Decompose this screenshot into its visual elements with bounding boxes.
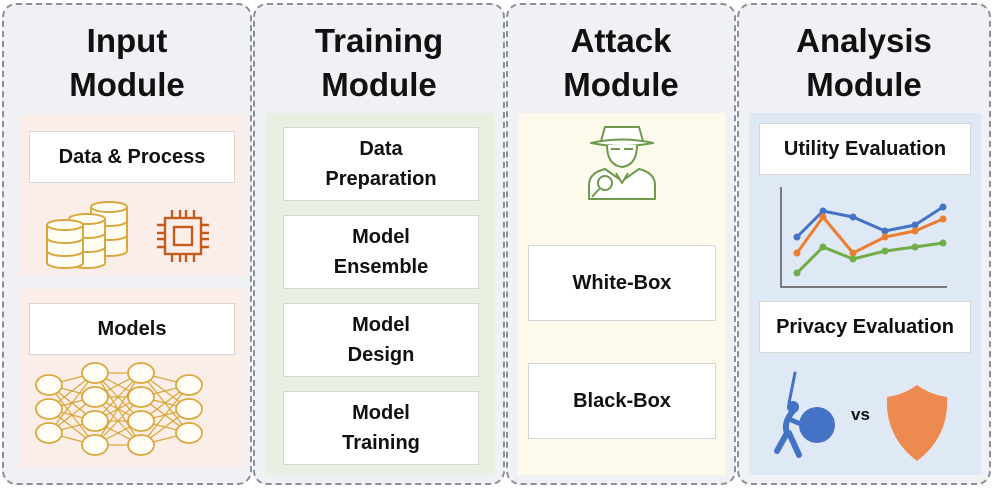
- utility-evaluation-card[interactable]: Utility Evaluation: [759, 123, 971, 175]
- model-design-card[interactable]: Model Design: [283, 303, 479, 377]
- neuron-node: [81, 410, 109, 432]
- neural-network-icon: [35, 362, 203, 456]
- neuron-node: [81, 386, 109, 408]
- neuron-node: [175, 422, 203, 444]
- attack-module-title: Attack Module: [563, 22, 679, 103]
- privacy-evaluation-card[interactable]: Privacy Evaluation: [759, 301, 971, 353]
- neuron-node: [175, 374, 203, 396]
- input-module-title: Input Module: [69, 22, 185, 103]
- neuron-node: [35, 422, 63, 444]
- neuron-node: [127, 362, 155, 384]
- shield-icon: [886, 385, 948, 461]
- data-preparation-card[interactable]: Data Preparation: [283, 127, 479, 201]
- neuron-node: [81, 362, 109, 384]
- neuron-node: [175, 398, 203, 420]
- attacker-sword-icon: [774, 371, 835, 458]
- neuron-node: [127, 386, 155, 408]
- analysis-panel: Utility Evaluation Privacy Evaluation: [749, 113, 981, 475]
- model-ensemble-card[interactable]: Model Ensemble: [283, 215, 479, 289]
- chip-icon: [157, 210, 209, 262]
- spy-detective-icon: [588, 126, 656, 200]
- training-panel: Data Preparation Model Ensemble Model De…: [265, 113, 495, 475]
- neuron-node: [35, 398, 63, 420]
- neuron-node: [127, 410, 155, 432]
- analysis-module: Analysis Module Utility Evaluation Priva…: [737, 3, 991, 485]
- training-module-title: Training Module: [314, 22, 444, 103]
- attack-module: Attack Module White-Box Black-Box: [506, 3, 736, 485]
- database-icon: [46, 201, 128, 269]
- line-chart-icon: [780, 187, 947, 288]
- black-box-card[interactable]: Black-Box: [528, 363, 716, 439]
- neuron-node: [127, 434, 155, 456]
- neuron-node: [35, 374, 63, 396]
- model-training-card[interactable]: Model Training: [283, 391, 479, 465]
- input-data-panel: Data & Process: [19, 115, 245, 275]
- vs-label: vs: [851, 405, 870, 424]
- models-card[interactable]: Models: [29, 303, 235, 355]
- attack-panel: White-Box Black-Box: [518, 113, 726, 475]
- white-box-card[interactable]: White-Box: [528, 245, 716, 321]
- training-module: Training Module Data Preparation Model E…: [253, 3, 505, 485]
- analysis-module-title: Analysis Module: [796, 22, 932, 103]
- input-module: Input Module Data & Process: [2, 3, 252, 485]
- input-models-panel: Models: [19, 289, 245, 467]
- neuron-node: [81, 434, 109, 456]
- data-process-card[interactable]: Data & Process: [29, 131, 235, 183]
